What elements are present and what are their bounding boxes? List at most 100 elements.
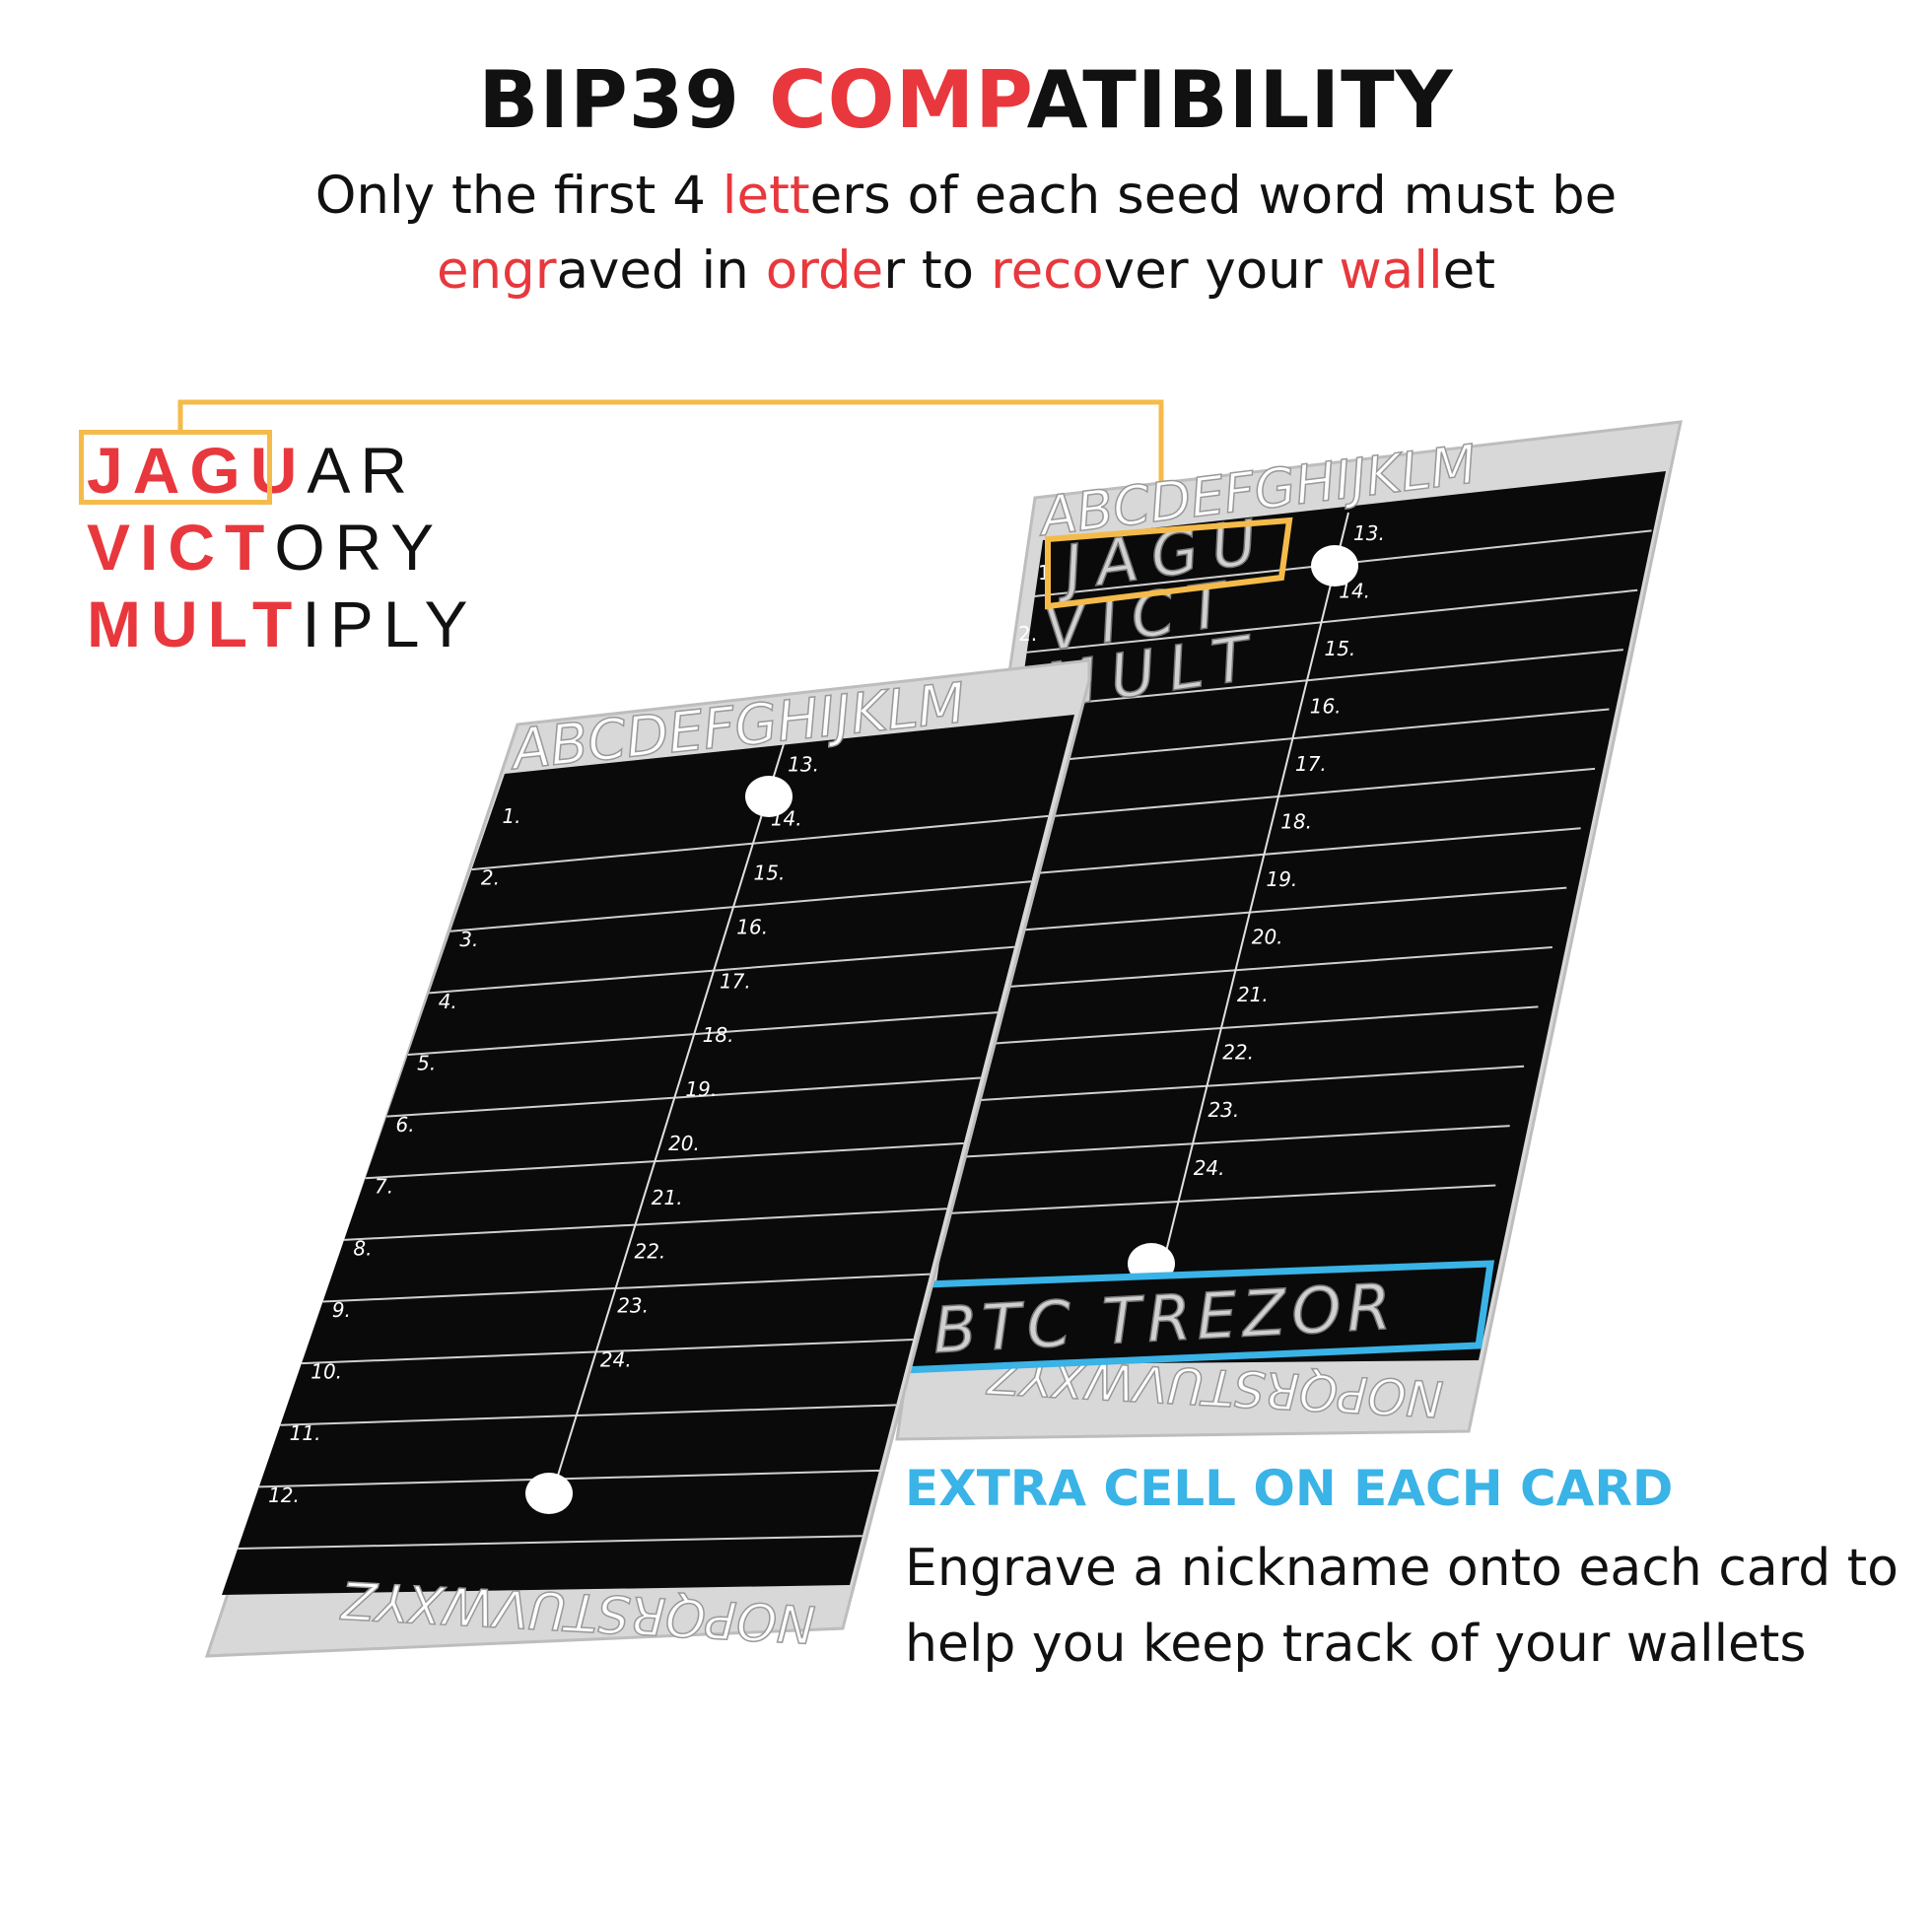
- prefix-highlight-box: [79, 430, 272, 505]
- front-card-row-number: 9.: [332, 1298, 351, 1322]
- example-word-rest: AR: [307, 434, 418, 507]
- front-card-rule: [365, 1141, 964, 1180]
- back-card-row-number: 2.: [1018, 622, 1037, 646]
- front-card-row-number: 13.: [788, 753, 819, 777]
- highlighted-letters: lett: [722, 166, 810, 226]
- back-card-engraved-word: VICT: [1040, 567, 1243, 665]
- highlighted-letters: engr: [436, 241, 557, 301]
- back-card-rule: [1024, 588, 1638, 654]
- highlighted-letters: reco: [990, 241, 1104, 301]
- front-card-row-number: 7.: [375, 1175, 393, 1199]
- back-card-row-number: 21.: [1237, 983, 1269, 1006]
- back-card-prefix-highlight: [1045, 517, 1293, 610]
- front-card-row-number: 24.: [600, 1348, 632, 1372]
- subtitle-line-2: engraved in order to recover your wallet: [0, 244, 1932, 297]
- front-card-rule: [471, 814, 1049, 871]
- title-part-1: BIP39: [478, 54, 769, 146]
- front-card-rule: [258, 1469, 880, 1488]
- front-card-row-number: 1.: [502, 804, 520, 828]
- subtitle-text: aved in: [556, 241, 766, 301]
- connector-line: [177, 399, 1164, 524]
- extra-cell-title: EXTRA CELL ON EACH CARD: [905, 1460, 1674, 1517]
- subtitle-text: r to: [883, 241, 991, 301]
- highlighted-letters: orde: [765, 241, 884, 301]
- front-card-rule: [238, 1535, 862, 1551]
- example-word-victory: VICTORY: [87, 515, 444, 580]
- back-card-row-number: 13.: [1353, 521, 1385, 545]
- example-word-jaguar: JAGUAR: [87, 438, 417, 503]
- back-card-rule: [989, 827, 1581, 878]
- back-card-rule: [962, 1005, 1539, 1047]
- front-card-rule: [407, 1011, 999, 1056]
- back-card: ABCDEFGHIJKLM NOPQRSTUVWXYZ 13.14.15.16.…: [895, 420, 1683, 1441]
- front-card-black-area: [222, 715, 1074, 1595]
- subtitle-text: ver your: [1103, 241, 1340, 301]
- example-word-multiply: MULTIPLY: [87, 591, 478, 656]
- front-card-hole-top: [745, 776, 793, 817]
- front-card-rule: [386, 1076, 981, 1118]
- front-card-rule: [322, 1273, 931, 1303]
- example-word-rest: IPLY: [302, 587, 478, 660]
- front-card-row-number: 21.: [652, 1186, 683, 1209]
- back-card-row-number: 16.: [1310, 695, 1342, 719]
- front-card-row-numbers: 1.2.3.4.5.6.7.8.9.10.11.12.13.14.15.16.1…: [268, 753, 819, 1507]
- front-card-row-number: 23.: [617, 1294, 649, 1318]
- front-card-row-number: 18.: [703, 1023, 734, 1047]
- back-card-hole-top: [1311, 545, 1358, 586]
- front-card-hole-bottom: [525, 1473, 573, 1514]
- back-card-rule: [971, 946, 1552, 991]
- back-card-row-number: 17.: [1295, 752, 1327, 776]
- front-card-row-number: 16.: [736, 915, 768, 938]
- subtitle-text: ers of each seed word must be: [809, 166, 1618, 226]
- back-card-row-number: 19.: [1266, 867, 1297, 891]
- highlighted-letters: wall: [1339, 241, 1443, 301]
- front-card-row-number: 3.: [459, 928, 478, 951]
- back-card-rule: [943, 1125, 1510, 1159]
- back-card-rule: [1006, 708, 1610, 766]
- front-card-row-number: 20.: [668, 1132, 700, 1155]
- front-card-rule: [344, 1208, 947, 1241]
- back-card-row-number: 15.: [1324, 637, 1355, 660]
- subtitle-text: Only the first 4: [314, 166, 723, 226]
- front-card-divider: [556, 743, 785, 1480]
- back-card-rule: [1015, 649, 1623, 710]
- front-card-row-number: 19.: [685, 1077, 717, 1101]
- back-card-black-area: [925, 471, 1666, 1365]
- front-card-row-number: 15.: [754, 862, 786, 885]
- front-card-rule: [429, 945, 1015, 995]
- front-card-row-number: 2.: [481, 866, 500, 890]
- front-card-rule: [301, 1339, 914, 1365]
- back-card-divider: [1160, 512, 1349, 1273]
- back-card-rule: [934, 1184, 1496, 1215]
- subtitle-text: et: [1442, 241, 1496, 301]
- extra-cell-description-line-1: Engrave a nickname onto each card to: [905, 1539, 1898, 1598]
- extra-cell-description-line-2: help you keep track of your wallets: [905, 1615, 1807, 1674]
- front-card-rule: [449, 880, 1032, 932]
- front-card-row-number: 17.: [720, 969, 751, 993]
- back-card-row-number: 23.: [1208, 1098, 1239, 1122]
- back-card-row-number: 24.: [1194, 1156, 1225, 1180]
- front-card-row-number: 12.: [268, 1484, 300, 1507]
- example-word-prefix: VICT: [87, 511, 275, 584]
- front-card-row-number: 4.: [439, 990, 457, 1013]
- front-card: ABCDEFGHIJKLM NOPQRSTUVWXYZ 1.2.3.4.5.6.…: [204, 658, 1091, 1658]
- example-word-rest: ORY: [274, 511, 445, 584]
- subtitle-line-1: Only the first 4 letters of each seed wo…: [0, 170, 1932, 222]
- back-card-rule: [998, 767, 1596, 822]
- front-card-rules: [238, 814, 1049, 1551]
- front-card-row-number: 22.: [634, 1240, 665, 1264]
- title-part-2: COMP: [768, 54, 1027, 146]
- example-word-prefix: JAGU: [87, 434, 308, 507]
- back-card-row-number: 22.: [1222, 1041, 1254, 1065]
- front-card-row-number: 11.: [290, 1421, 321, 1445]
- page-title: BIP39 COMPATIBILITY: [0, 61, 1932, 140]
- front-card-row-number: 6.: [396, 1113, 415, 1137]
- back-card-rule: [980, 886, 1567, 934]
- front-card-row-number: 8.: [353, 1236, 372, 1260]
- back-card-row-number: 18.: [1280, 810, 1312, 834]
- back-card-rule: [953, 1065, 1525, 1103]
- front-card-rule: [280, 1404, 897, 1426]
- front-card-row-number: 10.: [310, 1360, 342, 1384]
- example-word-prefix: MULT: [87, 587, 303, 660]
